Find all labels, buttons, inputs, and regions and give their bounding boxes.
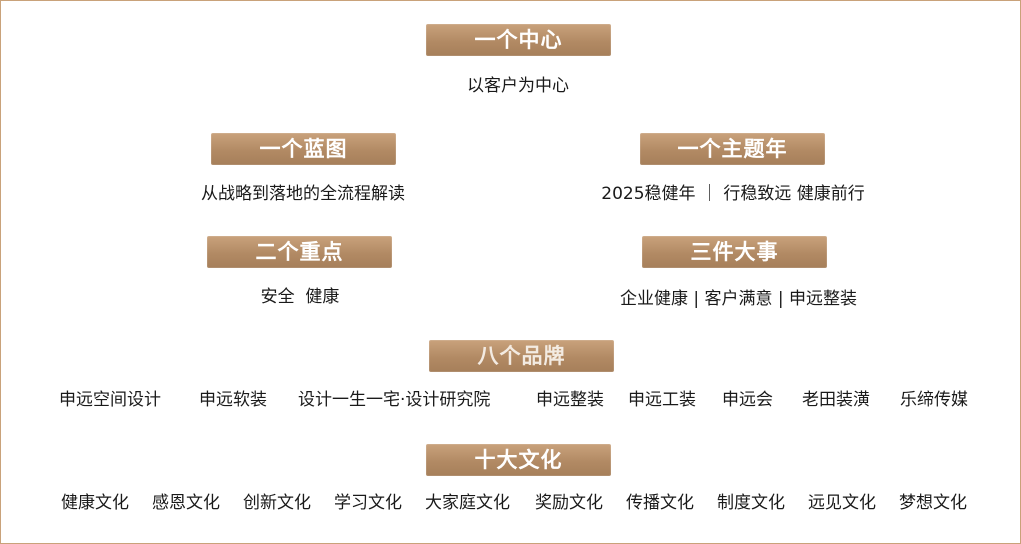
culture-item: 奖励文化 [535, 493, 603, 513]
brand-item: 老田装潢 [802, 390, 870, 410]
brand-row: 申远空间设计 申远软装 设计一生一宅·设计研究院 申远整装 申远工装 申远会 老… [0, 385, 1021, 410]
center-desc: 以客户为中心 [467, 76, 569, 96]
brand-item: 申远空间设计 [59, 390, 161, 410]
eight-brands-badge: 八个品牌 [429, 340, 614, 372]
culture-item: 远见文化 [808, 493, 876, 513]
brand-item: 申远工装 [628, 390, 696, 410]
brand-item: 乐缔传媒 [900, 390, 968, 410]
two-points-desc: 安全 健康 [260, 287, 340, 307]
culture-item: 感恩文化 [152, 493, 220, 513]
blueprint-badge: 一个蓝图 [211, 133, 396, 165]
culture-row: 健康文化 感恩文化 创新文化 学习文化 大家庭文化 奖励文化 传播文化 制度文化… [0, 488, 1021, 513]
culture-item: 传播文化 [626, 493, 694, 513]
culture-item: 创新文化 [243, 493, 311, 513]
brand-item: 设计一生一宅·设计研究院 [298, 390, 491, 410]
theme-year-badge: 一个主题年 [640, 133, 825, 165]
two-points-badge: 二个重点 [207, 236, 392, 268]
center-badge: 一个中心 [426, 24, 611, 56]
theme-year-desc: 2025稳健年 ｜ 行稳致远 健康前行 [601, 184, 865, 204]
culture-item: 学习文化 [334, 493, 402, 513]
brand-item: 申远会 [722, 390, 773, 410]
three-things-desc: 企业健康 | 客户满意 | 申远整装 [619, 289, 858, 309]
culture-item: 制度文化 [717, 493, 785, 513]
culture-item: 健康文化 [61, 493, 129, 513]
blueprint-desc: 从战略到落地的全流程解读 [201, 184, 405, 204]
culture-item: 大家庭文化 [425, 493, 510, 513]
brand-item: 申远软装 [199, 390, 267, 410]
ten-cultures-badge: 十大文化 [426, 444, 611, 476]
culture-item: 梦想文化 [899, 493, 967, 513]
three-things-badge: 三件大事 [642, 236, 827, 268]
brand-item: 申远整装 [536, 390, 604, 410]
